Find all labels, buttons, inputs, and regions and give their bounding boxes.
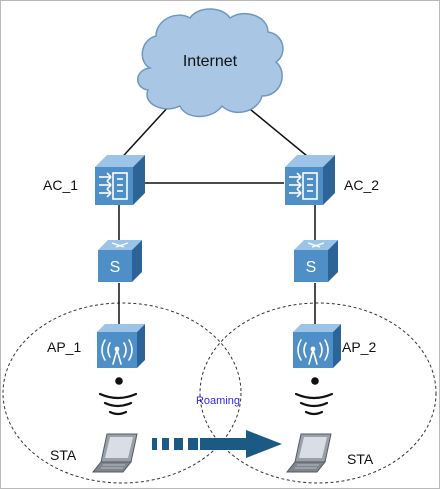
signal-dot — [115, 377, 123, 385]
ap1-label: AP_1 — [47, 339, 81, 355]
ap2-label: AP_2 — [342, 339, 376, 355]
ap1-coverage-area — [2, 302, 242, 484]
ap1-wireless-signal — [98, 377, 138, 416]
ac1-label: AC_1 — [43, 177, 78, 193]
internet-cloud: Internet — [137, 8, 284, 118]
roaming-arrow: Roaming — [152, 395, 282, 458]
access-point-icon — [96, 323, 146, 369]
switch1-label: S — [110, 259, 121, 276]
switch2-label: S — [306, 259, 317, 276]
ac2-label: AC_2 — [344, 177, 379, 193]
access-controller-icon — [94, 154, 146, 206]
ap1-node: AP_1 — [47, 323, 146, 369]
internet-label: Internet — [183, 53, 238, 70]
wireless-waves-icon — [98, 392, 138, 416]
ap2-coverage-area — [199, 302, 437, 484]
laptop-icon — [92, 433, 138, 473]
laptop-icon — [286, 433, 332, 473]
signal-dot — [311, 377, 319, 385]
sta2-node: STA — [286, 433, 374, 473]
switch1-node: S — [97, 239, 143, 283]
sta2-label: STA — [347, 451, 374, 467]
roaming-label: Roaming — [196, 395, 240, 407]
ac1-node: AC_1 — [43, 154, 146, 206]
switch2-node: S — [293, 239, 339, 283]
sta1-node: STA — [50, 433, 138, 473]
ap2-node: AP_2 — [292, 323, 376, 369]
access-controller-icon — [284, 154, 336, 206]
ac2-node: AC_2 — [284, 154, 379, 206]
cloud-icon — [137, 8, 284, 118]
ap2-wireless-signal — [294, 377, 334, 416]
sta1-label: STA — [50, 447, 77, 463]
wireless-waves-icon — [294, 392, 334, 416]
roaming-arrow-icon — [152, 430, 282, 458]
access-point-icon — [292, 323, 342, 369]
